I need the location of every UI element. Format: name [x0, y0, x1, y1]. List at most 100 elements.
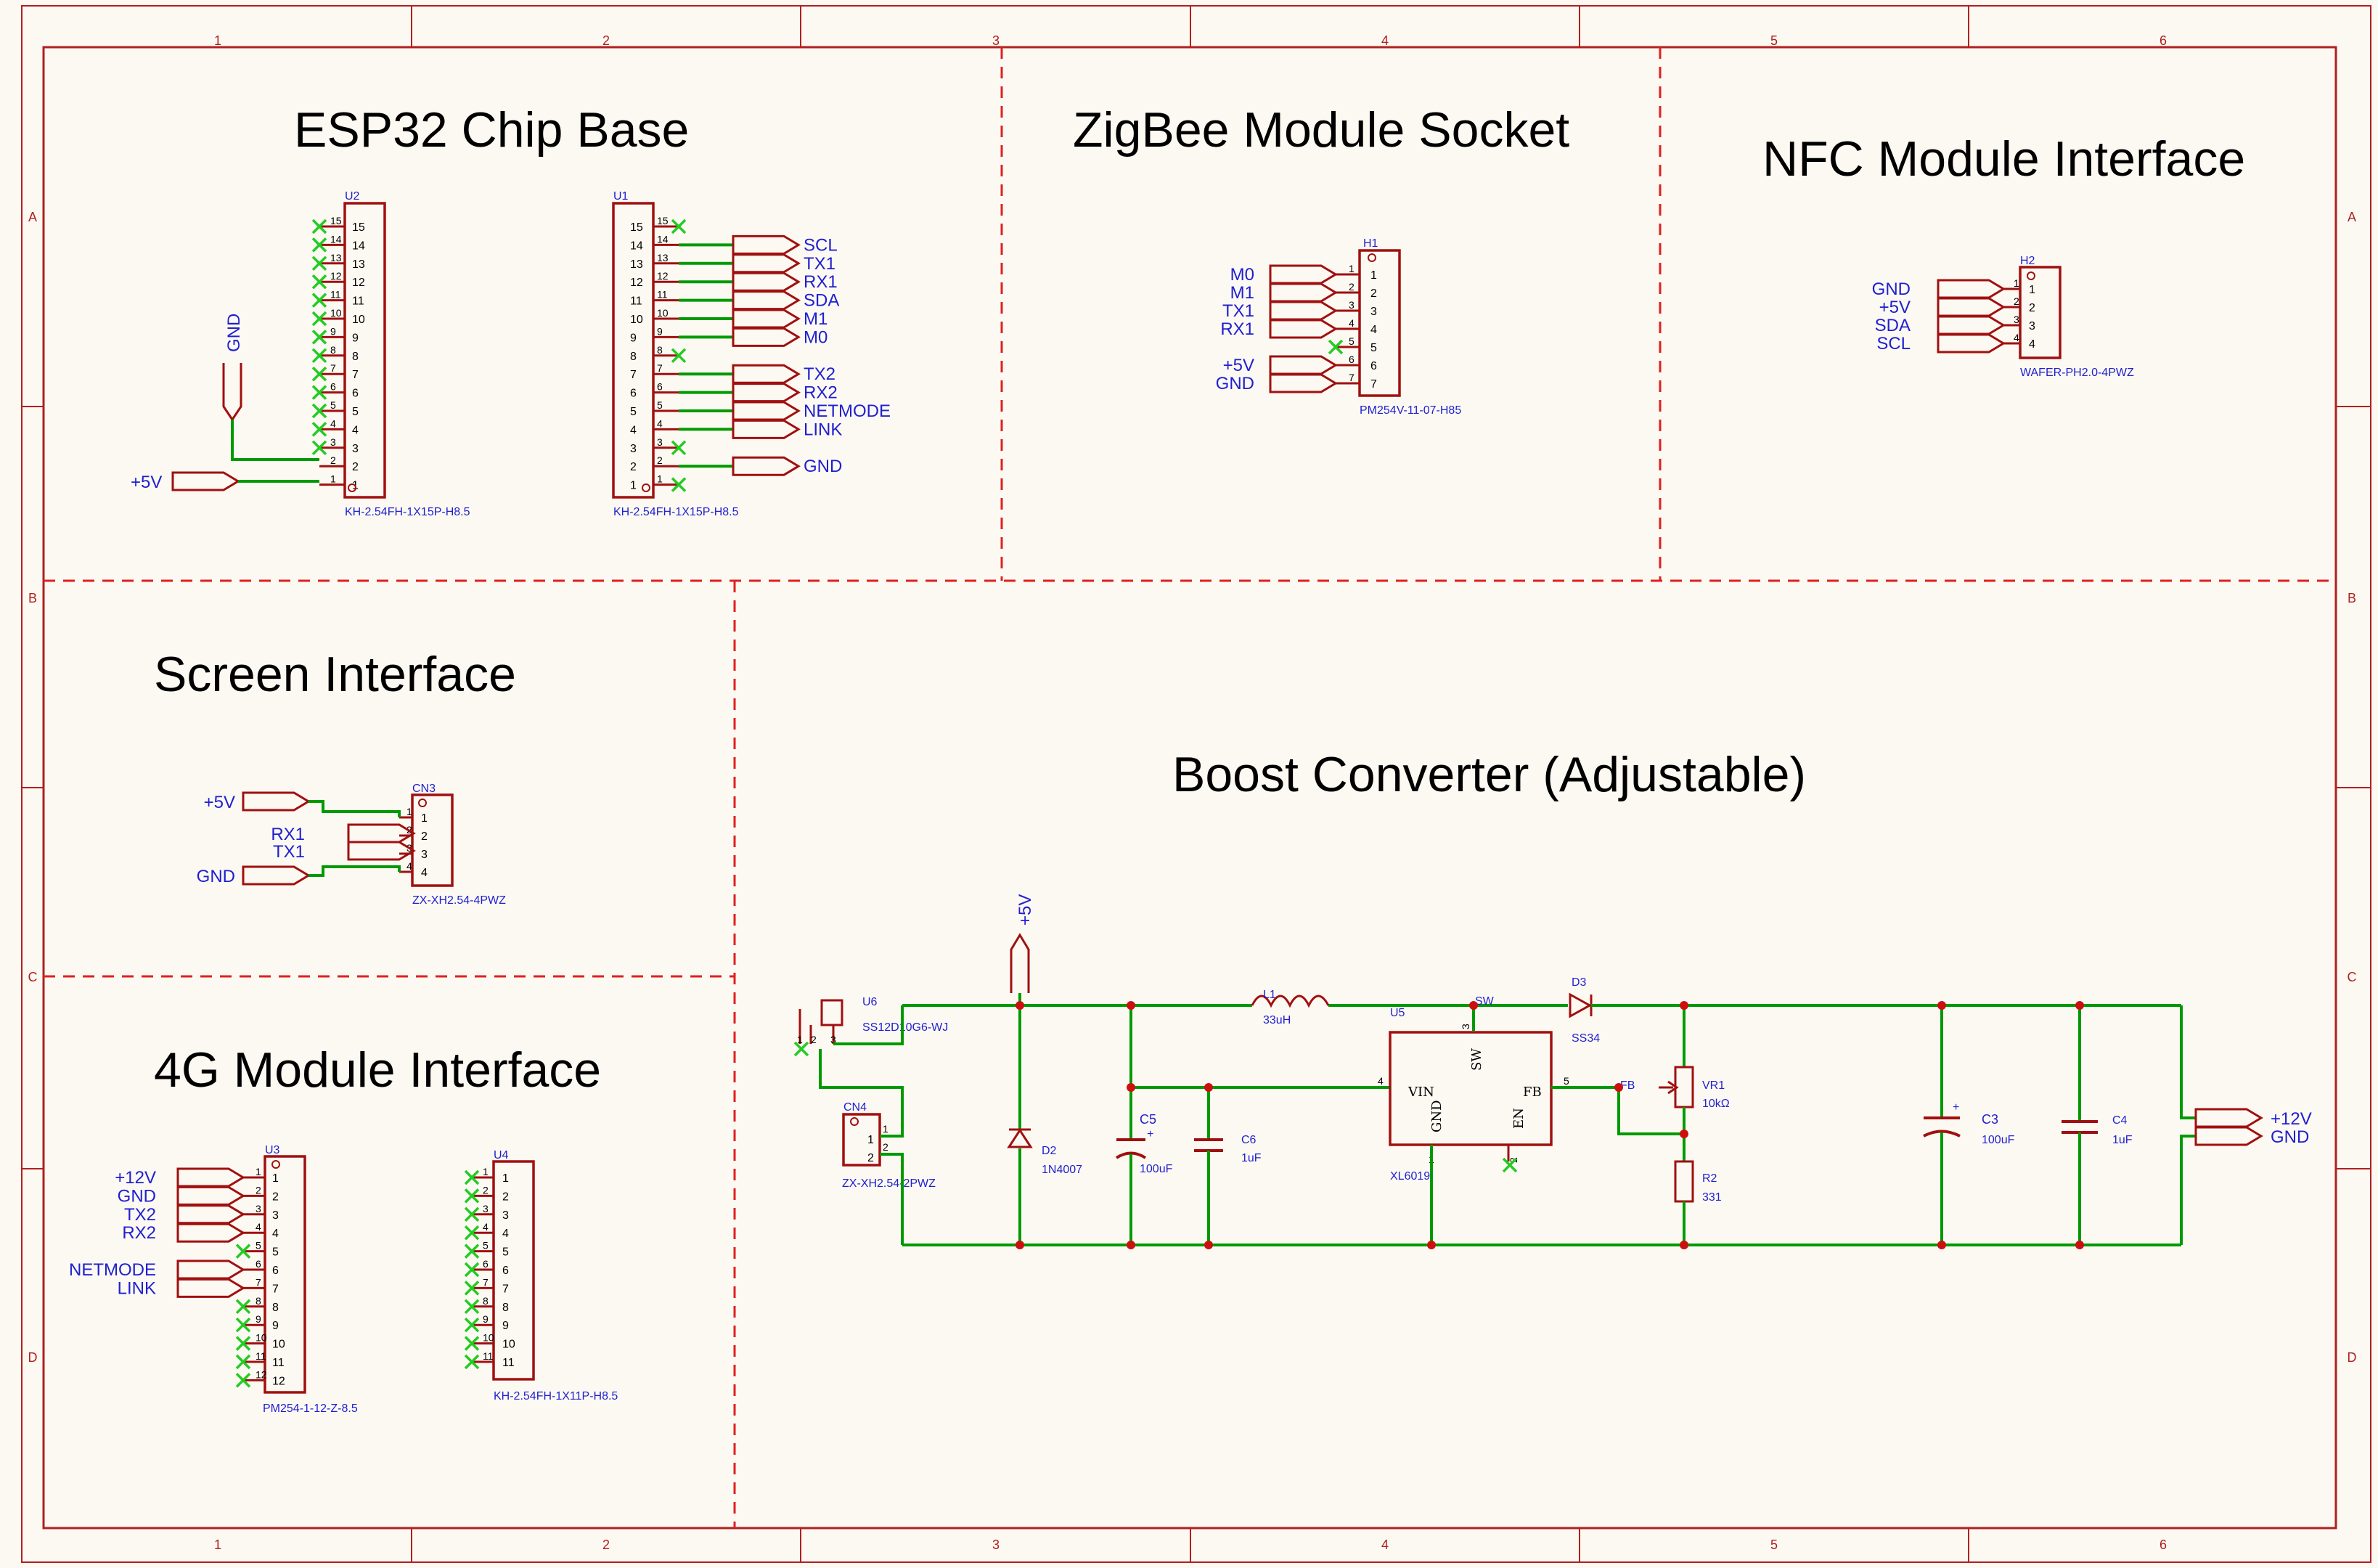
cn3-net-5v: +5V [204, 793, 235, 812]
u5-pin-vin: VIN [1407, 1085, 1434, 1100]
h1-pin-number: 7 [1370, 378, 1377, 391]
u2-pin-label: 1 [330, 473, 336, 485]
h1-net-flag [1269, 319, 1338, 339]
u1-pin-number: 2 [630, 461, 637, 473]
u2-pin-label: 13 [330, 252, 342, 264]
c3-plus: + [1953, 1101, 1959, 1114]
u2-pin-number: 4 [352, 424, 359, 436]
u5-pin-gnd: GND [1429, 1100, 1445, 1132]
u3-pin-number: 10 [272, 1339, 285, 1351]
u4-pin-number: 6 [502, 1265, 509, 1277]
zone-row-right: C [2348, 970, 2357, 984]
outer-border [21, 5, 2371, 1563]
cn3-ref: CN3 [412, 783, 436, 795]
h1-pin-label: 4 [1349, 317, 1355, 329]
zone-row-right: D [2348, 1350, 2357, 1365]
u2-pin-number: 7 [352, 369, 359, 381]
no-connect-mark [311, 219, 327, 234]
u4-pin-label: 4 [483, 1221, 489, 1233]
h1-net-label: TX1 [1222, 301, 1254, 321]
u1-net-label: LINK [804, 420, 842, 439]
out-net-gnd: GND [2271, 1127, 2309, 1147]
u4-pin-number: 1 [502, 1172, 509, 1185]
boost-5v-flag [1010, 933, 1030, 993]
no-connect-mark [464, 1281, 480, 1296]
no-connect-mark [671, 348, 687, 364]
zone-row-left: A [28, 210, 37, 224]
u6-body [820, 999, 843, 1026]
u3-pin-label: 8 [256, 1295, 261, 1307]
h2-pin-label: 1 [2014, 277, 2019, 289]
u2-pin-label: 5 [330, 399, 336, 411]
l1-coil [1251, 995, 1330, 1008]
h2-net-flag [1937, 333, 2006, 354]
junction-dot [2075, 1001, 2084, 1010]
junction-dot [1680, 1241, 1688, 1249]
u3-pin-number: 9 [272, 1320, 279, 1332]
u1-pin-label: 6 [657, 381, 663, 393]
no-connect-mark [235, 1336, 251, 1351]
zone-col-bottom: 4 [1381, 1538, 1389, 1552]
r2-value: 331 [1702, 1191, 1722, 1204]
u1-net-flag [732, 383, 801, 403]
u1-pin-number: 11 [630, 295, 642, 308]
u2-pin-number: 14 [352, 240, 365, 252]
title-screen: Screen Interface [154, 647, 516, 702]
u1-net-label: TX1 [804, 254, 835, 274]
c5-plus: + [1147, 1128, 1153, 1140]
junction-dot [1469, 1001, 1478, 1010]
out-net-12v: +12V [2271, 1109, 2312, 1129]
junction-dot [1016, 1241, 1024, 1249]
no-connect-mark [311, 385, 327, 400]
cn4-pin-number: 1 [867, 1134, 874, 1146]
u3-pin-label: 2 [256, 1184, 261, 1196]
u1-pin-number: 8 [630, 351, 637, 363]
u3-pin-label: 6 [256, 1258, 261, 1270]
vr1-ref: VR1 [1702, 1079, 1725, 1092]
zone-col-bottom: 5 [1770, 1538, 1778, 1552]
u4-pin-number: 11 [502, 1357, 515, 1369]
h2-pin-number: 1 [2029, 284, 2035, 296]
no-connect-mark [464, 1299, 480, 1315]
u1-net-label: SCL [804, 235, 838, 255]
u3-pin-number: 4 [272, 1228, 279, 1240]
title-zigbee: ZigBee Module Socket [1073, 102, 1570, 158]
no-connect-mark [464, 1188, 480, 1204]
h1-pin1-marker [1368, 253, 1376, 262]
u2-pin-number: 10 [352, 314, 365, 326]
cn3-pin-number: 3 [421, 849, 428, 861]
u1-net-flag [732, 401, 801, 421]
u3-net-flag [176, 1278, 245, 1298]
no-connect-mark [311, 366, 327, 382]
junction-dot [1427, 1241, 1436, 1249]
h2-net-flag [1937, 315, 2006, 335]
u3-body [263, 1155, 306, 1394]
u3-footprint: PM254-1-12-Z-8.5 [263, 1402, 358, 1415]
c5-plate-bot [1115, 1151, 1147, 1159]
cn4-pin-number: 2 [867, 1152, 874, 1164]
u1-net-flag [732, 327, 801, 347]
u2-pin-number: 12 [352, 277, 365, 289]
u2-pin-label: 9 [330, 325, 336, 337]
h1-pin-number: 6 [1370, 360, 1377, 372]
gnd-flag [222, 363, 242, 422]
no-connect-mark [235, 1354, 251, 1370]
u1-pin-number: 13 [630, 258, 643, 271]
u3-pin-label: 9 [256, 1313, 261, 1325]
h2-pin-label: 3 [2014, 314, 2019, 325]
junction-dot [1127, 1241, 1135, 1249]
c5-ref: C5 [1140, 1112, 1156, 1127]
cn4-pin1-marker [850, 1117, 859, 1126]
u3-pin-number: 2 [272, 1191, 279, 1203]
junction-dot [1937, 1001, 1946, 1010]
l1-value: 33uH [1263, 1014, 1291, 1026]
u2-pin-number: 5 [352, 406, 359, 418]
section-dividers [44, 47, 2336, 1528]
u3-pin-label: 12 [256, 1368, 267, 1380]
u2-pin-label: 15 [330, 215, 342, 226]
u4-pin-label: 3 [483, 1203, 489, 1214]
u2-pin1-marker [348, 483, 356, 492]
h1-net-label: RX1 [1220, 319, 1254, 339]
u1-pin-label: 5 [657, 399, 663, 411]
u6-part: SS12D10G6-WJ [862, 1021, 948, 1034]
